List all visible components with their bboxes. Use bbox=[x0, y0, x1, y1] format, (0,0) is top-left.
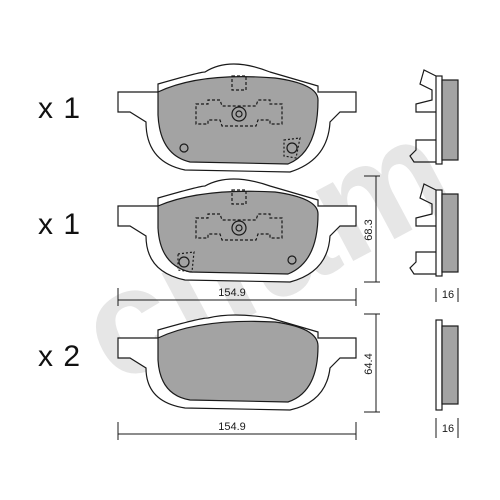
side-friction bbox=[441, 325, 459, 405]
dimension-thickness-row2: 16 bbox=[442, 289, 454, 301]
dimension-lines-row2 bbox=[117, 175, 459, 306]
center-hole bbox=[231, 220, 247, 236]
side-clip bbox=[409, 69, 437, 163]
center-hole bbox=[231, 106, 247, 122]
dimension-height-row3: 64.4 bbox=[363, 353, 375, 374]
dimension-width-row3: 154.9 bbox=[218, 421, 246, 433]
clip-tab bbox=[231, 189, 247, 205]
dimension-lines-row3 bbox=[117, 313, 459, 440]
center-hole-inner bbox=[235, 224, 243, 232]
dimension-height-row2: 68.3 bbox=[363, 219, 375, 240]
center-hole-inner bbox=[235, 110, 243, 118]
quantity-label-row1: x 1 bbox=[38, 92, 82, 125]
pin-right bbox=[287, 255, 297, 265]
side-backing bbox=[435, 319, 443, 411]
clip-outline bbox=[195, 99, 283, 127]
pad-front-view-row3 bbox=[117, 314, 357, 411]
clip-tab bbox=[231, 75, 247, 91]
pad-front-view-row1 bbox=[117, 63, 357, 173]
quantity-label-row2: x 1 bbox=[38, 208, 82, 241]
pad-side-view-row2 bbox=[409, 183, 459, 277]
pad-side-view-row1 bbox=[409, 69, 459, 165]
dimension-width-row2: 154.9 bbox=[218, 287, 246, 299]
pin-left bbox=[178, 256, 190, 268]
pin-right bbox=[286, 142, 298, 154]
quantity-label-row3: x 2 bbox=[38, 340, 82, 373]
side-clip bbox=[409, 183, 437, 275]
side-friction bbox=[441, 79, 459, 161]
clip-outline bbox=[195, 213, 283, 241]
pin-left bbox=[179, 143, 189, 153]
wear-sensor bbox=[177, 251, 195, 273]
pad-side-view-row3 bbox=[435, 319, 459, 411]
side-backing bbox=[435, 189, 443, 277]
friction-pad bbox=[157, 190, 319, 275]
side-backing bbox=[435, 75, 443, 165]
friction-pad bbox=[157, 320, 319, 403]
pad-front-view-row2 bbox=[117, 178, 357, 283]
wear-sensor bbox=[283, 137, 301, 159]
dimension-thickness-row3: 16 bbox=[442, 423, 454, 435]
side-friction bbox=[441, 193, 459, 273]
